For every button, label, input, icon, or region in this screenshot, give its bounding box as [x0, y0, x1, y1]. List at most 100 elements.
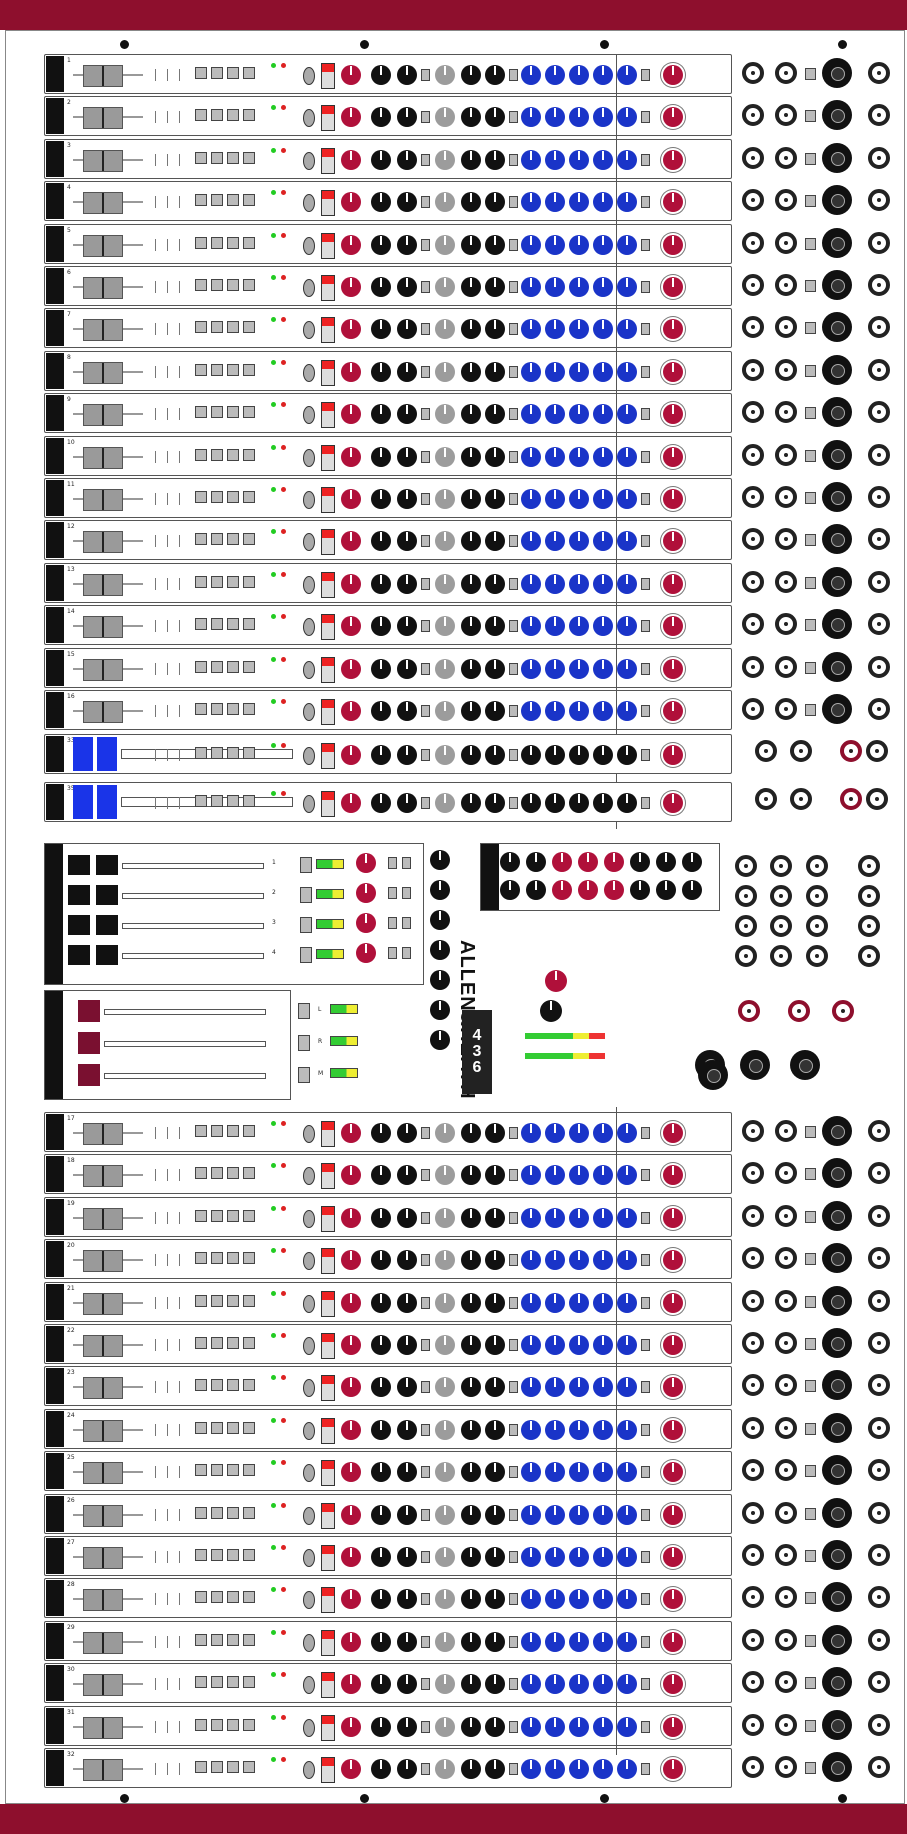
mute-button[interactable] — [321, 1121, 335, 1147]
routing-button[interactable] — [243, 747, 255, 759]
jack-icon[interactable] — [868, 1586, 890, 1609]
routing-button[interactable] — [243, 1464, 255, 1477]
pre-switch[interactable] — [421, 1508, 430, 1521]
routing-button[interactable] — [227, 533, 239, 546]
routing-button[interactable] — [243, 660, 255, 673]
fader-icon[interactable] — [83, 1759, 123, 1781]
routing-button[interactable] — [243, 533, 255, 546]
fx-knob[interactable] — [435, 1207, 455, 1228]
routing-button[interactable] — [227, 236, 239, 249]
pfl-button[interactable] — [303, 491, 315, 509]
eq-switch[interactable] — [509, 365, 518, 378]
xlr-icon[interactable] — [822, 1752, 852, 1782]
pre-switch[interactable] — [421, 196, 430, 209]
routing-button[interactable] — [227, 279, 239, 291]
pan-knob[interactable] — [341, 319, 361, 340]
mute-button[interactable] — [321, 614, 335, 641]
eq-knob[interactable] — [545, 489, 565, 509]
routing-button[interactable] — [195, 533, 207, 546]
eq-switch[interactable] — [509, 1211, 518, 1224]
jack-icon[interactable] — [775, 655, 797, 678]
eq-knob[interactable] — [545, 1123, 565, 1143]
routing-button[interactable] — [211, 1252, 223, 1265]
master-mute[interactable] — [298, 1035, 310, 1051]
routing-button[interactable] — [211, 363, 223, 376]
eq-knob[interactable] — [593, 1165, 613, 1186]
eq-knob[interactable] — [485, 1335, 505, 1355]
pre-switch[interactable] — [421, 705, 430, 717]
eq-knob[interactable] — [569, 1759, 589, 1779]
routing-button[interactable] — [195, 1209, 207, 1222]
xlr-icon[interactable] — [822, 270, 852, 300]
gain-knob[interactable] — [663, 1123, 683, 1143]
pfl-button[interactable] — [303, 1761, 315, 1779]
aux-knob[interactable] — [397, 1377, 417, 1398]
phones-knob[interactable] — [540, 1000, 562, 1022]
phantom-switch[interactable] — [805, 1253, 816, 1266]
jack-icon[interactable] — [868, 443, 890, 466]
jack-icon[interactable] — [806, 915, 828, 937]
pfl-button[interactable] — [303, 575, 315, 594]
jack-icon[interactable] — [868, 274, 890, 296]
mute-button[interactable] — [321, 487, 335, 513]
routing-button[interactable] — [211, 448, 223, 461]
jack-icon[interactable] — [840, 740, 862, 762]
eq-knob[interactable] — [461, 149, 481, 170]
pfl-button[interactable] — [303, 406, 315, 425]
routing-button[interactable] — [227, 1549, 239, 1561]
eq-knob[interactable] — [485, 1631, 505, 1652]
hpf-switch[interactable] — [641, 281, 650, 293]
routing-button[interactable] — [243, 1379, 255, 1392]
eq-knob[interactable] — [485, 65, 505, 85]
eq-knob[interactable] — [569, 1462, 589, 1483]
aux-master-knob[interactable] — [430, 1030, 450, 1050]
eq-switch[interactable] — [509, 1339, 518, 1351]
fx-knob[interactable] — [435, 107, 455, 128]
eq-knob[interactable] — [485, 1759, 505, 1779]
mute-button[interactable] — [321, 1757, 335, 1783]
eq-knob[interactable] — [485, 1123, 505, 1143]
eq-knob[interactable] — [617, 616, 637, 637]
mute-button[interactable] — [321, 1672, 335, 1699]
aux-knob[interactable] — [397, 361, 417, 382]
eq-knob[interactable] — [545, 616, 565, 637]
routing-button[interactable] — [211, 533, 223, 546]
eq-switch[interactable] — [509, 705, 518, 717]
aux-knob[interactable] — [397, 446, 417, 467]
hpf-switch[interactable] — [641, 1169, 650, 1182]
fx-return-knob[interactable] — [552, 880, 572, 900]
aux-master-knob[interactable] — [430, 1000, 450, 1020]
aux-knob[interactable] — [371, 701, 391, 721]
jack-icon[interactable] — [775, 1204, 797, 1227]
routing-button[interactable] — [195, 1506, 207, 1519]
aux-knob[interactable] — [371, 277, 391, 297]
mute-button[interactable] — [321, 232, 335, 259]
mute-button[interactable] — [321, 529, 335, 556]
jack-icon[interactable] — [806, 855, 828, 877]
routing-button[interactable] — [211, 575, 223, 588]
xlr-icon[interactable] — [822, 1158, 852, 1189]
xlr-icon[interactable] — [822, 1709, 852, 1740]
xlr-icon[interactable] — [822, 651, 852, 682]
routing-button[interactable] — [211, 1125, 223, 1137]
fx-knob[interactable] — [435, 1335, 455, 1355]
xlr-icon[interactable] — [698, 1060, 728, 1090]
eq-switch[interactable] — [509, 1720, 518, 1733]
aux-knob[interactable] — [371, 192, 391, 213]
eq-switch[interactable] — [509, 281, 518, 293]
jack-icon[interactable] — [806, 885, 828, 907]
mute-button[interactable] — [321, 571, 335, 598]
eq-knob[interactable] — [461, 1589, 481, 1610]
eq-knob[interactable] — [593, 1462, 613, 1483]
routing-button[interactable] — [211, 151, 223, 164]
jack-icon[interactable] — [868, 613, 890, 636]
gain-knob[interactable] — [663, 1547, 683, 1567]
jack-icon[interactable] — [742, 1459, 764, 1482]
aux-knob[interactable] — [371, 361, 391, 382]
routing-button[interactable] — [195, 491, 207, 503]
xlr-icon[interactable] — [822, 482, 852, 512]
eq-knob[interactable] — [593, 149, 613, 170]
jack-icon[interactable] — [868, 1120, 890, 1142]
group-fader-icon[interactable] — [96, 915, 118, 935]
eq-knob[interactable] — [461, 1207, 481, 1228]
